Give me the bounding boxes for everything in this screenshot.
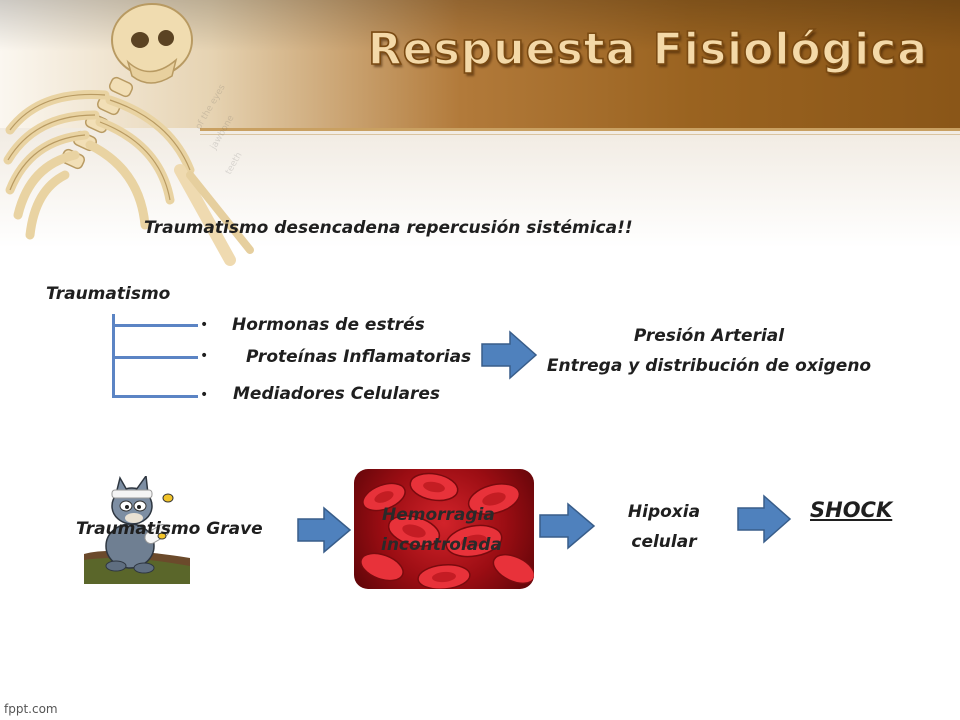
result-line-presion: Presión Arterial: [633, 326, 785, 346]
svg-text:jawbone: jawbone: [208, 113, 236, 152]
injured-wolf-cartoon: [84, 476, 190, 584]
header-divider-thin: [200, 134, 960, 135]
arrow-right-icon: [539, 502, 596, 550]
result-line-entrega: Entrega y distribución de oxigeno: [546, 356, 872, 376]
tree-item-proteinas: Proteínas Inflamatorias: [246, 347, 472, 367]
flow-step-hipoxia: Hipoxia: [627, 502, 701, 522]
flow-step-hemorragia: Hemorragia: [382, 505, 495, 525]
tree-root-label: Traumatismo: [46, 284, 171, 304]
bullet-icon: •: [200, 387, 209, 403]
footer-brand: fppt.com: [4, 702, 58, 716]
subtitle: Traumatismo desencadena repercusión sist…: [144, 218, 633, 238]
flow-step-traumatismo-grave: Traumatismo Grave: [76, 519, 263, 539]
tree-branch-3: [112, 395, 198, 398]
background-fade: [0, 128, 960, 248]
tree-item-mediadores: Mediadores Celulares: [233, 384, 440, 404]
tree-item-hormonas: Hormonas de estrés: [232, 315, 425, 335]
header-divider: [200, 128, 960, 131]
bullet-icon: •: [200, 348, 209, 364]
flow-step-incontrolada: incontrolada: [381, 535, 502, 555]
arrow-right-icon: [737, 494, 792, 544]
red-blood-cells-image: [354, 469, 534, 589]
skeleton-illustration: of the eyes jawbone teeth: [3, 3, 254, 266]
svg-text:teeth: teeth: [224, 151, 245, 177]
arrow-right-icon: [297, 506, 352, 554]
arrow-right-icon: [481, 330, 538, 380]
flow-step-celular: celular: [631, 532, 697, 552]
tree-branch-1: [112, 324, 198, 327]
flow-step-shock: SHOCK: [810, 498, 893, 522]
bullet-icon: •: [200, 317, 209, 333]
slide-title: Respuesta Fisiológica: [367, 23, 928, 76]
tree-branch-2: [112, 356, 198, 359]
